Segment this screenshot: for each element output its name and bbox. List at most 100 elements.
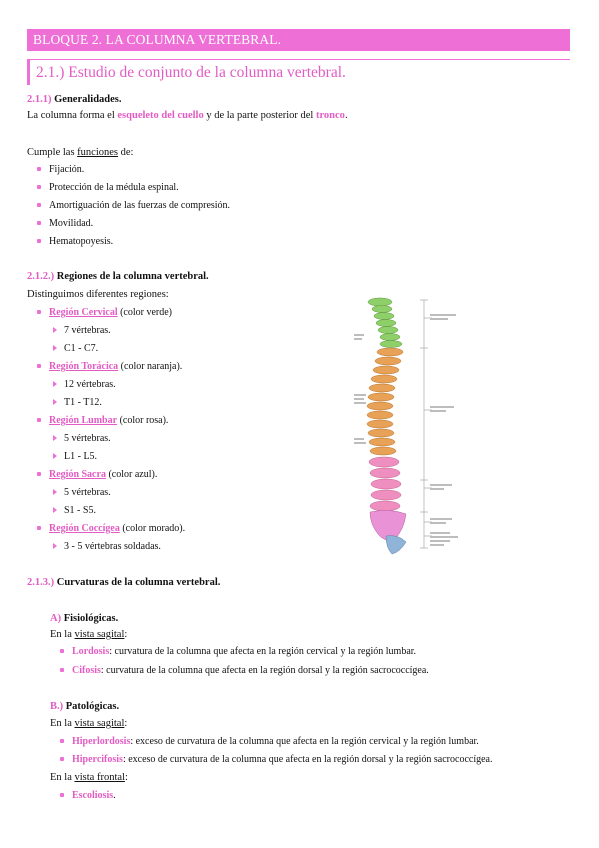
region-cervical: Región Cervical (color verde) — [37, 306, 172, 320]
region-sub: 7 vértebras. — [53, 324, 111, 338]
bullet-icon — [37, 363, 41, 368]
region-sub-text: C1 - C7. — [64, 343, 99, 354]
bullet-icon — [37, 309, 41, 314]
bullet-icon — [37, 220, 41, 225]
region-name: Región Coccígea — [49, 523, 120, 534]
functions-text-a: Cumple las — [27, 147, 78, 158]
heading-text: Generalidades. — [54, 94, 122, 105]
region-sacral: Región Sacra (color azul). — [37, 468, 157, 482]
view-keyword: vista sagital — [74, 718, 125, 729]
term: Escoliosis — [72, 790, 114, 801]
view-colon: : — [124, 718, 128, 729]
region-sub-text: 12 vértebras. — [64, 379, 116, 390]
region-sub-text: 7 vértebras. — [64, 325, 111, 336]
spine-caption-marks — [354, 314, 458, 546]
list-item: Lordosis: curvatura de la columna que af… — [60, 645, 416, 659]
region-name: Región Lumbar — [49, 415, 118, 426]
spine-illustration — [354, 297, 458, 555]
functions-text-c: de: — [118, 147, 134, 158]
bullet-icon — [37, 202, 41, 207]
region-name: Región Sacra — [49, 469, 106, 480]
region-sub: C1 - C7. — [53, 342, 98, 356]
view-keyword: vista sagital — [74, 629, 125, 640]
heading-text: Curvaturas de la columna vertebral. — [56, 577, 221, 588]
region-desc: (color rosa). — [117, 415, 169, 426]
functions-paragraph: Cumple las funciones de: — [27, 146, 133, 160]
view-label-frontal: En la vista frontal: — [50, 771, 128, 785]
region-sub: 5 vértebras. — [53, 486, 111, 500]
subheading-text: Patológicas. — [65, 701, 120, 712]
region-sub-text: T1 - T12. — [64, 397, 102, 408]
region-sub: 3 - 5 vértebras soldadas. — [53, 540, 161, 554]
heading-number: 2.1.2.) — [27, 271, 55, 282]
heading-number: 2.1.1) — [27, 94, 52, 105]
list-item-text: Amortiguación de las fuerzas de compresi… — [49, 200, 231, 211]
intro-highlight-neck: esqueleto del cuello — [117, 110, 204, 121]
arrow-icon — [53, 434, 57, 441]
list-item-text: Movilidad. — [49, 218, 94, 229]
term: Hipercifosis — [72, 754, 123, 765]
region-coccygeal: Región Coccígea (color morado). — [37, 522, 185, 536]
bullet-icon — [37, 166, 41, 171]
arrow-icon — [53, 344, 57, 351]
view-label-sagital: En la vista sagital: — [50, 628, 127, 642]
regions-intro: Distinguimos diferentes regiones: — [27, 289, 169, 300]
region-desc: (color verde) — [117, 307, 173, 318]
list-item: Movilidad. — [37, 217, 93, 231]
bullet-icon — [60, 756, 64, 761]
region-sub-text: L1 - L5. — [64, 451, 98, 462]
region-name: Región Cervical — [49, 307, 118, 318]
list-item: Hiperlordosis: exceso de curvatura de la… — [60, 735, 479, 749]
list-item: Hematopoyesis. — [37, 235, 113, 249]
view-colon: : — [124, 629, 128, 640]
region-sub: 12 vértebras. — [53, 378, 116, 392]
list-item: Protección de la médula espinal. — [37, 181, 179, 195]
view-prefix: En la — [50, 772, 75, 783]
subheading-number: A) — [50, 613, 62, 624]
list-item: Amortiguación de las fuerzas de compresi… — [37, 199, 230, 213]
view-colon: : — [124, 772, 128, 783]
list-item: Hipercifosis: exceso de curvatura de la … — [60, 753, 492, 767]
intro-text-c: y de la parte posterior del — [203, 110, 316, 121]
arrow-icon — [53, 506, 57, 513]
region-sub-text: S1 - S5. — [64, 505, 96, 516]
term-definition: : exceso de curvatura de la columna que … — [122, 754, 493, 765]
list-item-text: Protección de la médula espinal. — [49, 182, 179, 193]
intro-paragraph: La columna forma el esqueleto del cuello… — [27, 109, 348, 123]
intro-text-a: La columna forma el — [27, 110, 118, 121]
list-item: Escoliosis. — [60, 789, 116, 803]
list-item-text: Fijación. — [49, 164, 85, 175]
subheading-number: B.) — [50, 701, 64, 712]
bullet-icon — [37, 471, 41, 476]
coccyx — [385, 535, 407, 555]
term-definition: : exceso de curvatura de la columna que … — [130, 736, 479, 747]
bullet-icon — [37, 417, 41, 422]
subheading-a: A) Fisiológicas. — [50, 612, 118, 626]
region-sub-text: 3 - 5 vértebras soldadas. — [64, 541, 161, 552]
view-label-sagital: En la vista sagital: — [50, 717, 127, 731]
chapter-banner: BLOQUE 2. LA COLUMNA VERTEBRAL. — [27, 29, 570, 51]
term-definition: : curvatura de la columna que afecta en … — [109, 646, 417, 657]
region-lumbar: Región Lumbar (color rosa). — [37, 414, 168, 428]
heading-2-1-1: 2.1.1) Generalidades. — [27, 93, 122, 107]
region-thoracic: Región Torácica (color naranja). — [37, 360, 182, 374]
list-item: Fijación. — [37, 163, 84, 177]
heading-number: 2.1.3.) — [27, 577, 55, 588]
heading-2-1-3: 2.1.3.) Curvaturas de la columna vertebr… — [27, 576, 220, 590]
view-keyword: vista frontal — [74, 772, 125, 783]
subheading-b: B.) Patológicas. — [50, 700, 119, 714]
lumbar-vertebrae — [368, 456, 402, 512]
spine-guide-lines — [420, 299, 432, 549]
bullet-icon — [37, 525, 41, 530]
region-sub: T1 - T12. — [53, 396, 102, 410]
bullet-icon — [60, 738, 64, 743]
bullet-icon — [37, 184, 41, 189]
bullet-icon — [37, 238, 41, 243]
arrow-icon — [53, 488, 57, 495]
bullet-icon — [60, 667, 64, 672]
bullet-icon — [60, 792, 64, 797]
intro-text-e: . — [344, 110, 348, 121]
term-definition: . — [113, 790, 116, 801]
arrow-icon — [53, 542, 57, 549]
thoracic-vertebrae — [366, 347, 404, 456]
